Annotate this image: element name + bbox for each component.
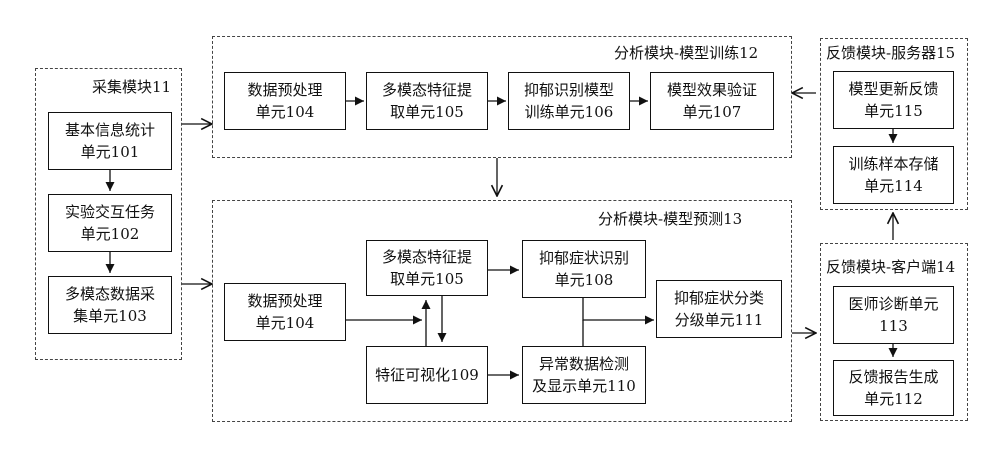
- unit-101-basic-info-stats: 基本信息统计单元101: [48, 112, 172, 170]
- unit-103-multimodal-collect: 多模态数据采集单元103: [48, 276, 172, 334]
- unit-110-anomaly-detection: 异常数据检测及显示单元110: [522, 346, 646, 404]
- collect-module-title: 采集模块11: [92, 78, 172, 96]
- train-module-title: 分析模块-模型训练12: [614, 44, 759, 62]
- unit-108-symptom-recognition: 抑郁症状识别单元108: [522, 240, 646, 298]
- unit-107-model-validation: 模型效果验证单元107: [650, 72, 774, 130]
- unit-105-feature-extract-predict: 多模态特征提取单元105: [366, 240, 488, 296]
- collect-module-group: [35, 68, 182, 360]
- client-module-title: 反馈模块-客户端14: [826, 258, 956, 276]
- unit-106-depression-model-train: 抑郁识别模型训练单元106: [508, 72, 630, 130]
- server-module-group: [820, 38, 968, 210]
- predict-module-group: [212, 200, 792, 422]
- unit-111-symptom-grading: 抑郁症状分类分级单元111: [656, 280, 782, 338]
- unit-104-preprocess-predict: 数据预处理单元104: [224, 283, 346, 341]
- unit-112-feedback-report: 反馈报告生成单元112: [833, 360, 954, 416]
- client-module-group: [820, 243, 968, 421]
- unit-114-training-sample-store: 训练样本存储单元114: [833, 146, 954, 204]
- predict-module-title: 分析模块-模型预测13: [598, 210, 743, 228]
- train-module-group: [212, 36, 792, 158]
- unit-115-model-update-feedback: 模型更新反馈单元115: [833, 71, 954, 129]
- server-module-title: 反馈模块-服务器15: [826, 44, 956, 62]
- unit-109-feature-visualization: 特征可视化109: [366, 346, 488, 404]
- unit-104-preprocess-train: 数据预处理单元104: [224, 72, 346, 130]
- unit-102-interactive-task: 实验交互任务单元102: [48, 194, 172, 252]
- unit-105-feature-extract-train: 多模态特征提取单元105: [366, 72, 488, 130]
